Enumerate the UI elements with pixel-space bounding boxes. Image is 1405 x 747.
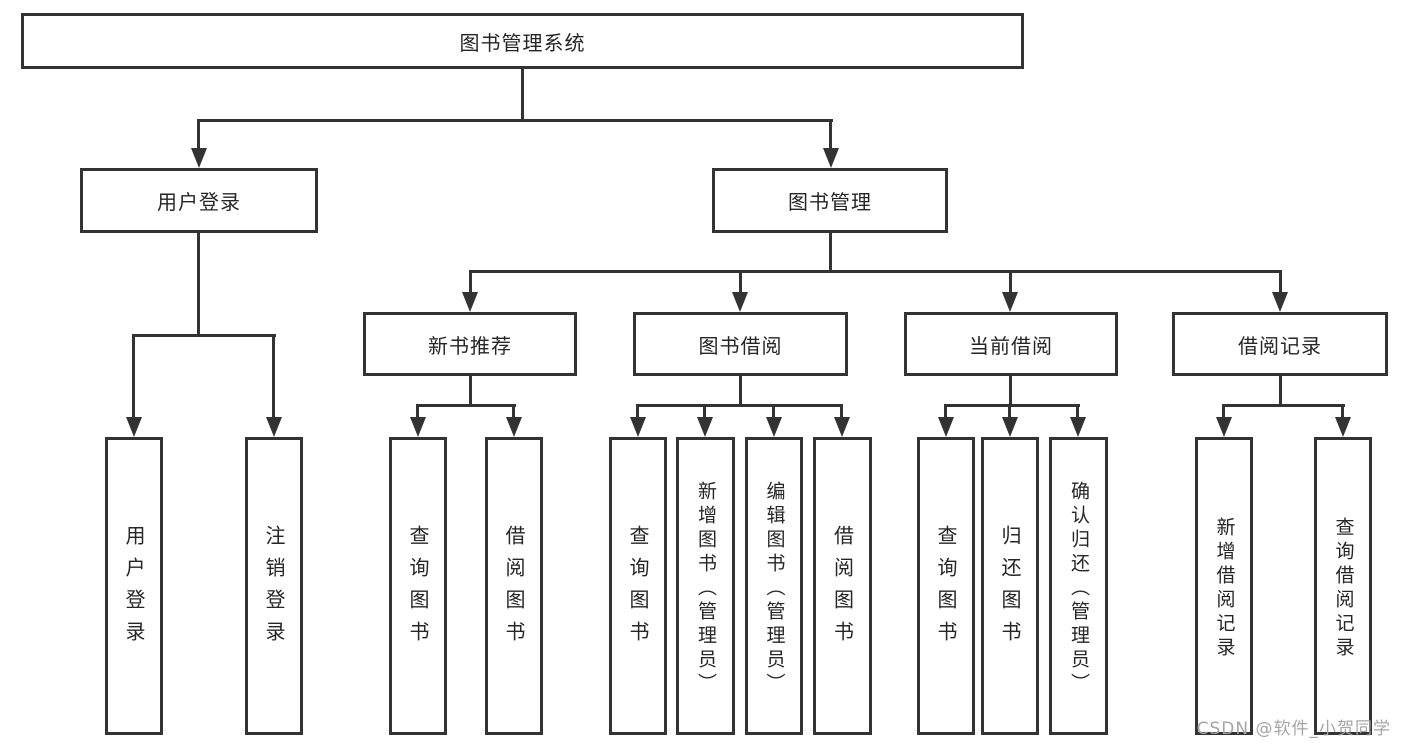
node-label: 用户登录 <box>157 190 241 214</box>
connector-line <box>1076 404 1079 420</box>
node-book-management: 图书管理 <box>712 168 948 233</box>
node-label: 确认归还（管理员） <box>1068 481 1090 697</box>
node-label: 借阅记录 <box>1238 333 1322 358</box>
connector-line <box>1222 404 1225 420</box>
node-label: 新增图书（管理员） <box>695 481 717 697</box>
node-label: 注销登录 <box>262 525 286 653</box>
connector-line <box>1279 376 1282 407</box>
leaf-borrow-borrow-book: 借阅图书 <box>813 437 872 735</box>
connector-line <box>1279 270 1282 294</box>
node-root-library-system: 图书管理系统 <box>21 13 1024 69</box>
leaf-logout: 注销登录 <box>245 437 303 735</box>
connector-line <box>469 270 1282 273</box>
node-label: 用户登录 <box>122 525 146 653</box>
arrowhead-down-icon <box>191 148 207 168</box>
node-label: 图书借阅 <box>698 333 783 358</box>
arrowhead-down-icon <box>1335 417 1351 437</box>
arrowhead-down-icon <box>766 417 782 437</box>
node-book-borrow: 图书借阅 <box>633 312 848 376</box>
leaf-user-login: 用户登录 <box>105 437 163 735</box>
node-label: 新增借阅记录 <box>1213 517 1236 661</box>
connector-line <box>1009 376 1012 407</box>
connector-line <box>739 376 742 407</box>
leaf-record-query-borrow-record: 查询借阅记录 <box>1314 437 1372 735</box>
node-label: 编辑图书（管理员） <box>763 481 786 697</box>
connector-line <box>703 404 706 420</box>
node-label: 图书管理 <box>788 190 872 214</box>
node-label: 借阅图书 <box>502 525 526 653</box>
node-label: 查询图书 <box>406 525 430 653</box>
arrowhead-down-icon <box>126 417 142 437</box>
connector-line <box>1222 404 1345 407</box>
leaf-current-query-book: 查询图书 <box>917 437 975 735</box>
connector-line <box>636 404 639 420</box>
connector-line <box>944 404 1080 407</box>
arrowhead-down-icon <box>462 292 478 312</box>
arrowhead-down-icon <box>1216 417 1232 437</box>
leaf-recommend-borrow-book: 借阅图书 <box>485 437 543 735</box>
connector-line <box>132 334 276 337</box>
node-label: 查询借阅记录 <box>1332 517 1355 661</box>
connector-line <box>521 69 524 121</box>
connector-line <box>636 404 843 407</box>
connector-line <box>469 376 472 407</box>
connector-line <box>197 119 200 150</box>
arrowhead-down-icon <box>697 417 713 437</box>
node-label: 查询图书 <box>626 525 650 653</box>
arrowhead-down-icon <box>410 417 426 437</box>
arrowhead-down-icon <box>834 417 850 437</box>
node-current-borrow: 当前借阅 <box>904 312 1118 376</box>
node-label: 新书推荐 <box>428 333 512 358</box>
leaf-borrow-query-book: 查询图书 <box>609 437 667 735</box>
connector-line <box>772 404 775 420</box>
node-borrow-record: 借阅记录 <box>1172 312 1388 376</box>
arrowhead-down-icon <box>506 417 522 437</box>
connector-line <box>1008 404 1011 420</box>
connector-line <box>132 334 135 418</box>
connector-line <box>469 270 472 294</box>
node-label: 图书管理系统 <box>459 30 586 55</box>
node-label: 借阅图书 <box>830 525 855 653</box>
arrowhead-down-icon <box>266 417 282 437</box>
connector-line <box>272 334 275 418</box>
leaf-current-return-book: 归还图书 <box>981 437 1039 735</box>
arrowhead-down-icon <box>1002 292 1018 312</box>
arrowhead-down-icon <box>823 148 839 168</box>
csdn-watermark: CSDN @软件_小贺同学 <box>1196 719 1391 739</box>
arrowhead-down-icon <box>1272 292 1288 312</box>
connector-line <box>197 119 833 122</box>
arrowhead-down-icon <box>630 417 646 437</box>
connector-line <box>739 270 742 294</box>
connector-line <box>944 404 947 420</box>
connector-line <box>197 233 200 337</box>
leaf-borrow-edit-book-admin: 编辑图书（管理员） <box>745 437 803 735</box>
connector-line <box>416 404 516 407</box>
leaf-borrow-add-book-admin: 新增图书（管理员） <box>676 437 735 735</box>
node-user-login: 用户登录 <box>80 168 318 233</box>
connector-line <box>416 404 419 420</box>
connector-line <box>829 233 832 273</box>
arrowhead-down-icon <box>732 292 748 312</box>
leaf-record-add-borrow-record: 新增借阅记录 <box>1195 437 1253 735</box>
arrowhead-down-icon <box>938 417 954 437</box>
connector-line <box>829 119 832 150</box>
connector-line <box>1341 404 1344 420</box>
node-label: 归还图书 <box>998 525 1022 653</box>
connector-line <box>840 404 843 420</box>
node-new-book-recommend: 新书推荐 <box>363 312 577 376</box>
connector-line <box>1009 270 1012 294</box>
leaf-current-confirm-return-admin: 确认归还（管理员） <box>1049 437 1108 735</box>
arrowhead-down-icon <box>1070 417 1086 437</box>
node-label: 当前借阅 <box>969 333 1053 358</box>
connector-line <box>512 404 515 420</box>
leaf-recommend-query-book: 查询图书 <box>389 437 447 735</box>
node-label: 查询图书 <box>934 525 958 653</box>
arrowhead-down-icon <box>1002 417 1018 437</box>
